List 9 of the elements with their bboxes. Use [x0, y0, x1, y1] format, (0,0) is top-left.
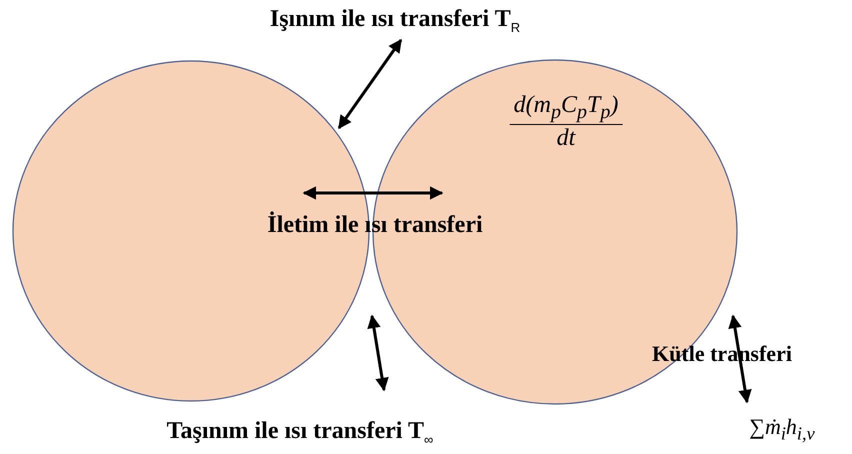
arrow — [302, 186, 444, 200]
arrow — [338, 38, 402, 130]
arrow — [728, 314, 752, 404]
heat-transfer-label: Işınım ile ısı transferi T$_{R}$ — [270, 6, 520, 36]
heat-transfer-label: Taşınım ile ısı transferi T$_{∞}$ — [166, 418, 434, 448]
arrow — [367, 314, 389, 392]
formula-text: ∑ṁ$_{i}$h$_{i,v}$ — [749, 414, 815, 444]
formula-numerator: d(m$_{p}$C$_{p}$T$_{p}$) — [510, 92, 622, 125]
formula-denominator: dt — [556, 124, 576, 152]
